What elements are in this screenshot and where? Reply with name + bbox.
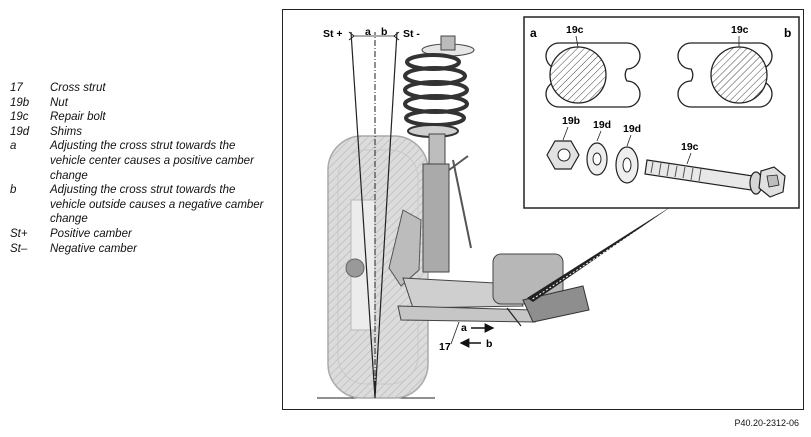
camber-a-label: a: [365, 26, 371, 38]
legend-key: St–: [10, 242, 28, 255]
repair-bolt-label: 19c: [681, 141, 699, 153]
st-minus-label: St -: [403, 28, 420, 40]
legend-key: 17: [10, 82, 23, 94]
legend-text: Nut: [50, 96, 68, 109]
direction-a-label: a: [461, 322, 467, 334]
legend-text: Adjusting the cross strut towards the ve…: [50, 184, 264, 226]
shim-2-label: 19d: [623, 123, 641, 135]
legend-key: 19b: [10, 96, 30, 109]
bolt-a-label: 19c: [566, 24, 584, 36]
legend-text: Repair bolt: [50, 111, 106, 124]
legend-row: 17 Cross strut: [10, 81, 272, 96]
legend-key: b: [10, 184, 17, 197]
legend-row: 19b Nut: [10, 96, 272, 111]
legend-key: a: [10, 140, 17, 153]
legend-text: Negative camber: [50, 242, 137, 255]
panel-b-label: b: [784, 26, 791, 40]
direction-b-label: b: [486, 338, 492, 350]
legend-row: 19d Shims: [10, 125, 272, 140]
legend-key: St+: [10, 227, 28, 240]
part-17-label: 17: [439, 341, 451, 353]
wheel: [327, 135, 429, 399]
legend-row: St– Negative camber: [10, 242, 272, 257]
repair-bolt: [644, 159, 786, 198]
shim-1-label: 19d: [593, 119, 611, 131]
figure-reference: P40.20-2312-06: [734, 418, 799, 428]
legend-text: Shims: [50, 125, 82, 138]
legend-row: St+ Positive camber: [10, 227, 272, 242]
camber-lines: [348, 31, 400, 399]
legend-text: Positive camber: [50, 227, 132, 240]
panel-a-label: a: [530, 26, 537, 40]
figure-frame: St + a b St -: [282, 9, 804, 410]
cross-strut: [397, 253, 590, 327]
legend-key: 19d: [10, 125, 30, 138]
st-plus-label: St +: [323, 28, 343, 40]
nut-label: 19b: [562, 115, 580, 127]
suspension-illustration: St + a b St -: [317, 16, 800, 399]
legend-text: Cross strut: [50, 82, 106, 94]
legend-key: 19c: [10, 111, 29, 124]
legend-row: b Adjusting the cross strut towards the v…: [10, 183, 272, 227]
bolt-section-b: [710, 46, 768, 104]
legend-row: 19c Repair bolt: [10, 110, 272, 125]
legend-row: a Adjusting the cross strut towards the v…: [10, 139, 272, 183]
legend-text: Adjusting the cross strut towards the ve…: [50, 140, 254, 182]
camber-b-label: b: [381, 26, 387, 38]
bolt-section-a: [549, 46, 607, 104]
bolt-b-label: 19c: [731, 24, 749, 36]
spring-strut: [388, 35, 475, 287]
detail-pointer: [527, 204, 675, 302]
detail-inset: a 19c b 19c 19b 19d 19d 19c: [523, 16, 800, 209]
